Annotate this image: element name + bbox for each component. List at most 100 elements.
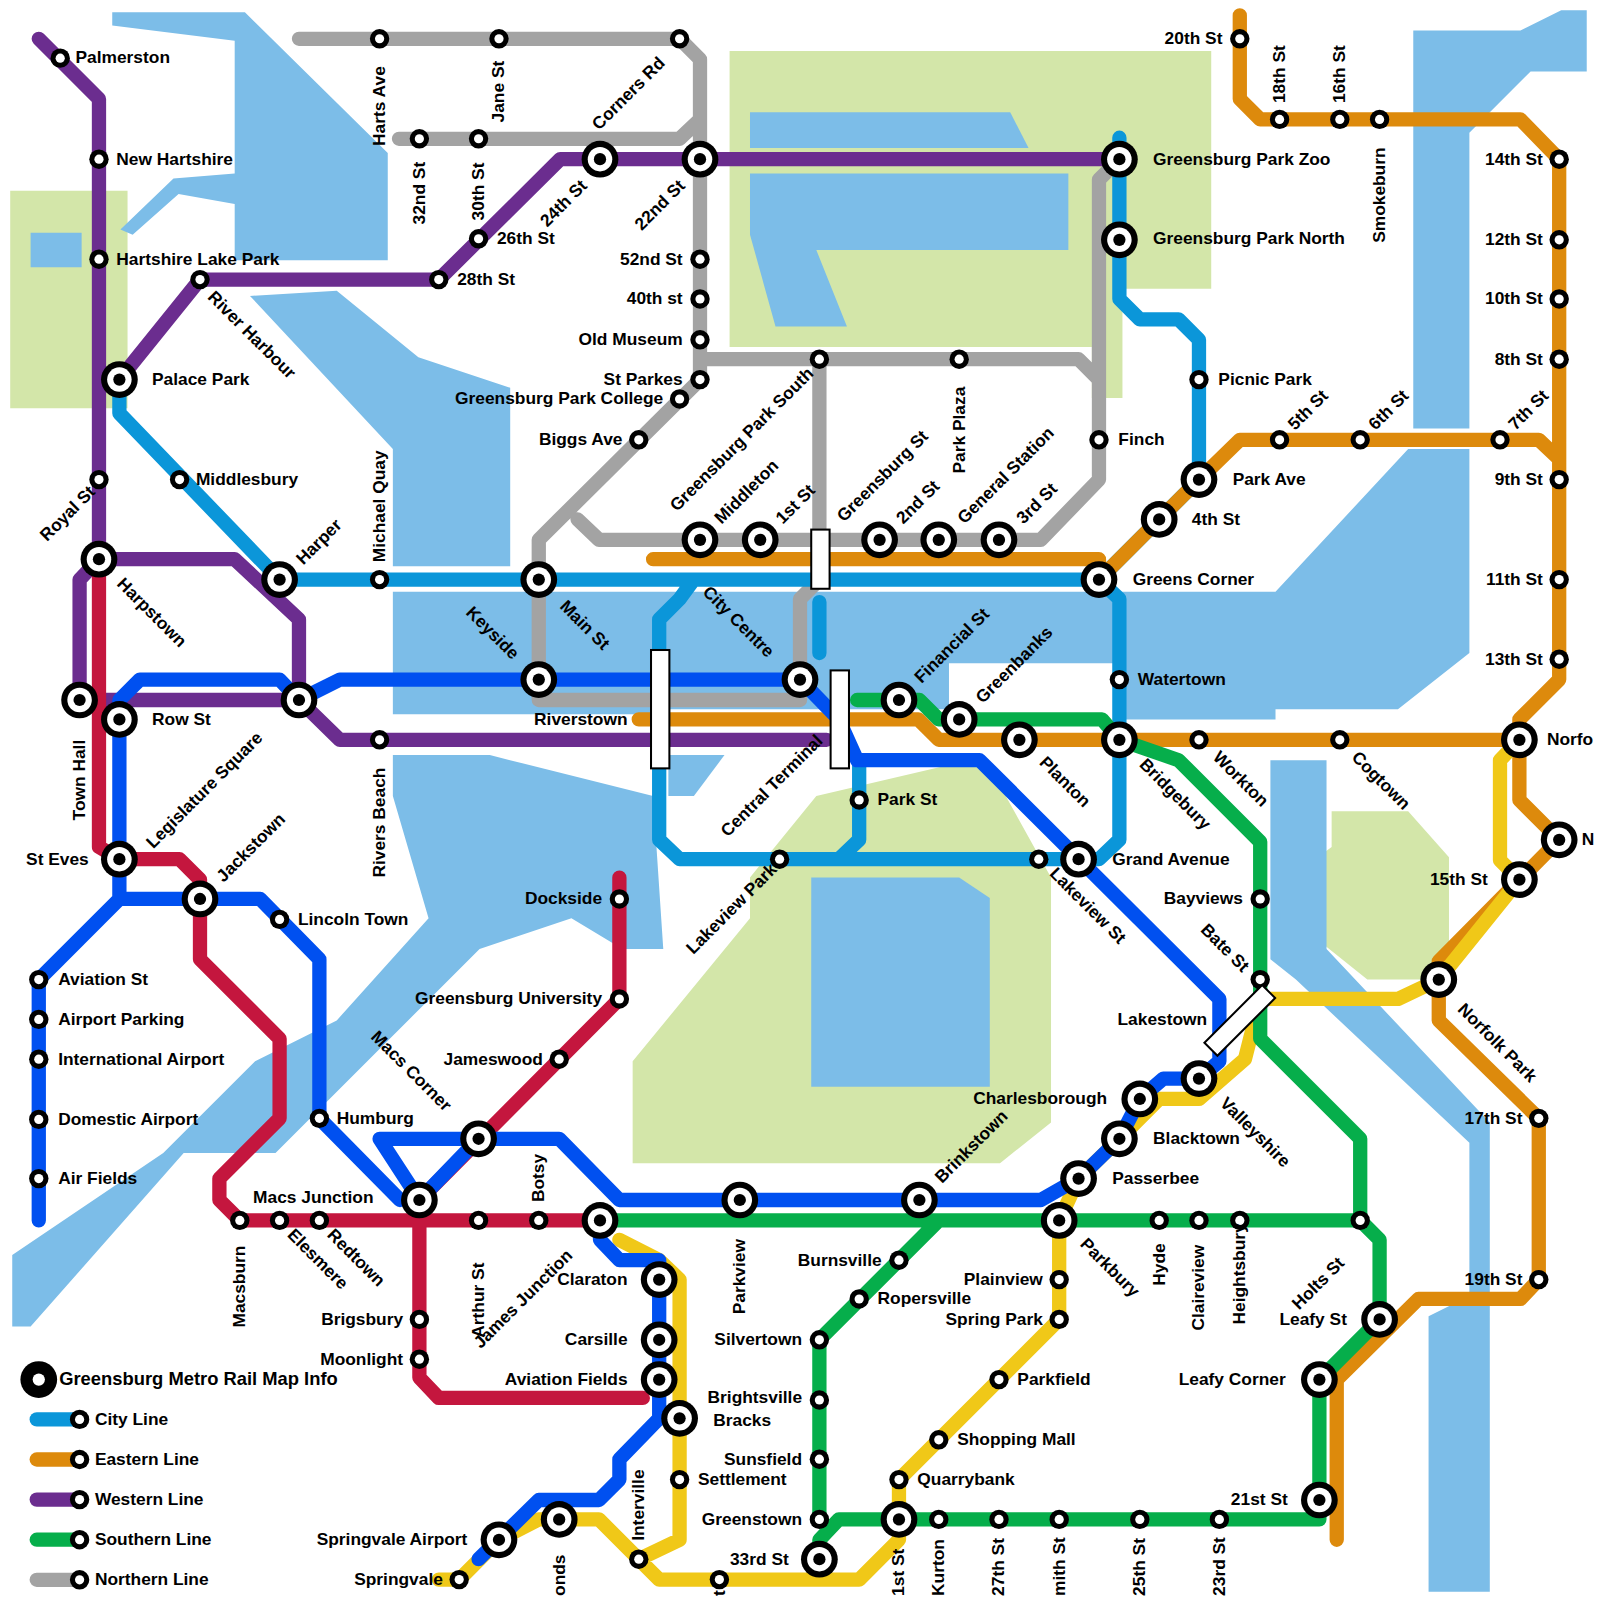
station-fill <box>1194 1216 1203 1225</box>
station <box>849 1289 868 1308</box>
station-fill <box>1555 475 1564 484</box>
interchange-station <box>1541 821 1578 858</box>
station-ring <box>810 349 829 368</box>
station-label: Parkbury <box>1075 1233 1145 1303</box>
interchange-station <box>881 682 918 719</box>
station-ring <box>710 1570 729 1589</box>
station-fill <box>195 275 204 284</box>
station-ring <box>1501 861 1538 898</box>
station-fill <box>634 1555 643 1564</box>
station-label: Cogtown <box>1346 746 1415 815</box>
station-ring <box>1549 230 1568 249</box>
station <box>51 48 70 67</box>
station-label: 25th St <box>1130 1536 1150 1598</box>
station <box>1549 349 1568 368</box>
station <box>29 1169 48 1188</box>
station-dot <box>113 713 125 725</box>
station-dot <box>1553 834 1565 846</box>
station-ring <box>170 470 189 489</box>
station <box>29 1049 48 1068</box>
station-ring <box>1549 570 1568 589</box>
station <box>690 330 709 349</box>
station-label: 21st St <box>1229 1490 1290 1510</box>
station-dot <box>893 1513 905 1525</box>
station-label: Park St <box>876 790 940 810</box>
station-label: Norfo <box>1545 730 1595 750</box>
station-dot <box>1072 1172 1084 1184</box>
station-fill <box>894 1256 903 1265</box>
station <box>1189 730 1208 749</box>
station-dot <box>273 573 285 585</box>
station-ring <box>101 701 138 738</box>
station-ring <box>1130 1510 1149 1529</box>
station-label: Bayviews <box>1162 889 1245 909</box>
station <box>310 1211 329 1230</box>
interchange-station <box>861 521 898 558</box>
station-ring <box>270 910 289 929</box>
station-label: 20th St <box>1163 29 1225 49</box>
station-ring <box>1081 561 1118 598</box>
station-label: Jameswood <box>442 1049 545 1069</box>
station-label: 12th St <box>1483 230 1545 250</box>
station <box>190 270 209 289</box>
station-dot <box>1313 1373 1325 1385</box>
station-ring <box>29 1010 48 1029</box>
station-label: Hyde <box>1149 1241 1169 1288</box>
interchange-station <box>920 521 957 558</box>
station-ring <box>1060 1160 1097 1197</box>
station <box>1189 1211 1208 1230</box>
water <box>250 291 510 567</box>
station-label: Passerbee <box>1110 1169 1201 1189</box>
station-fill <box>955 355 964 364</box>
interchange-station <box>801 1541 838 1578</box>
station <box>370 29 389 48</box>
station-label: Claraton <box>555 1270 629 1290</box>
station-ring <box>101 841 138 878</box>
station <box>1549 470 1568 489</box>
interchange-station <box>721 1182 758 1219</box>
swatch-ring <box>70 1410 89 1429</box>
station-fill <box>1107 1127 1131 1151</box>
transfer-link <box>831 670 849 768</box>
station-ring <box>401 1182 438 1219</box>
station-label: Macsburn <box>230 1244 250 1330</box>
station-dot <box>653 1334 665 1346</box>
station <box>629 1549 648 1568</box>
station-ring <box>1529 1109 1548 1128</box>
station-dot <box>1433 973 1445 985</box>
station-label: Dockside <box>523 889 604 909</box>
interchange-station <box>641 1361 678 1398</box>
interchange-station <box>1181 461 1218 498</box>
station-ring <box>1149 1211 1168 1230</box>
station <box>710 1570 729 1589</box>
station-fill <box>1555 355 1564 364</box>
station-fill <box>1367 1307 1391 1331</box>
station-dot <box>653 1273 665 1285</box>
station-label: Biggs Ave <box>537 430 625 450</box>
station-ring <box>989 1510 1008 1529</box>
station-ring <box>889 1470 908 1489</box>
station-dot <box>194 893 206 905</box>
station <box>1089 430 1108 449</box>
station-ring <box>310 1109 329 1128</box>
station-fill <box>1115 675 1124 684</box>
station-ring <box>520 661 557 698</box>
station-ring <box>1001 721 1038 758</box>
station <box>889 1470 908 1489</box>
interchange-station <box>541 1501 578 1538</box>
station-dot <box>694 534 706 546</box>
station <box>1549 570 1568 589</box>
station-ring <box>489 29 508 48</box>
station-fill <box>1427 967 1451 991</box>
station <box>1130 1510 1149 1529</box>
station-dot <box>1153 513 1165 525</box>
station-fill <box>934 1435 943 1444</box>
station-fill <box>815 355 824 364</box>
station <box>1270 110 1289 129</box>
station-fill <box>555 1055 564 1064</box>
station-fill <box>894 1475 903 1484</box>
transfer-links <box>651 530 1275 1056</box>
station-ring <box>989 1370 1008 1389</box>
station-fill <box>1047 1208 1071 1232</box>
station-fill <box>107 847 131 871</box>
